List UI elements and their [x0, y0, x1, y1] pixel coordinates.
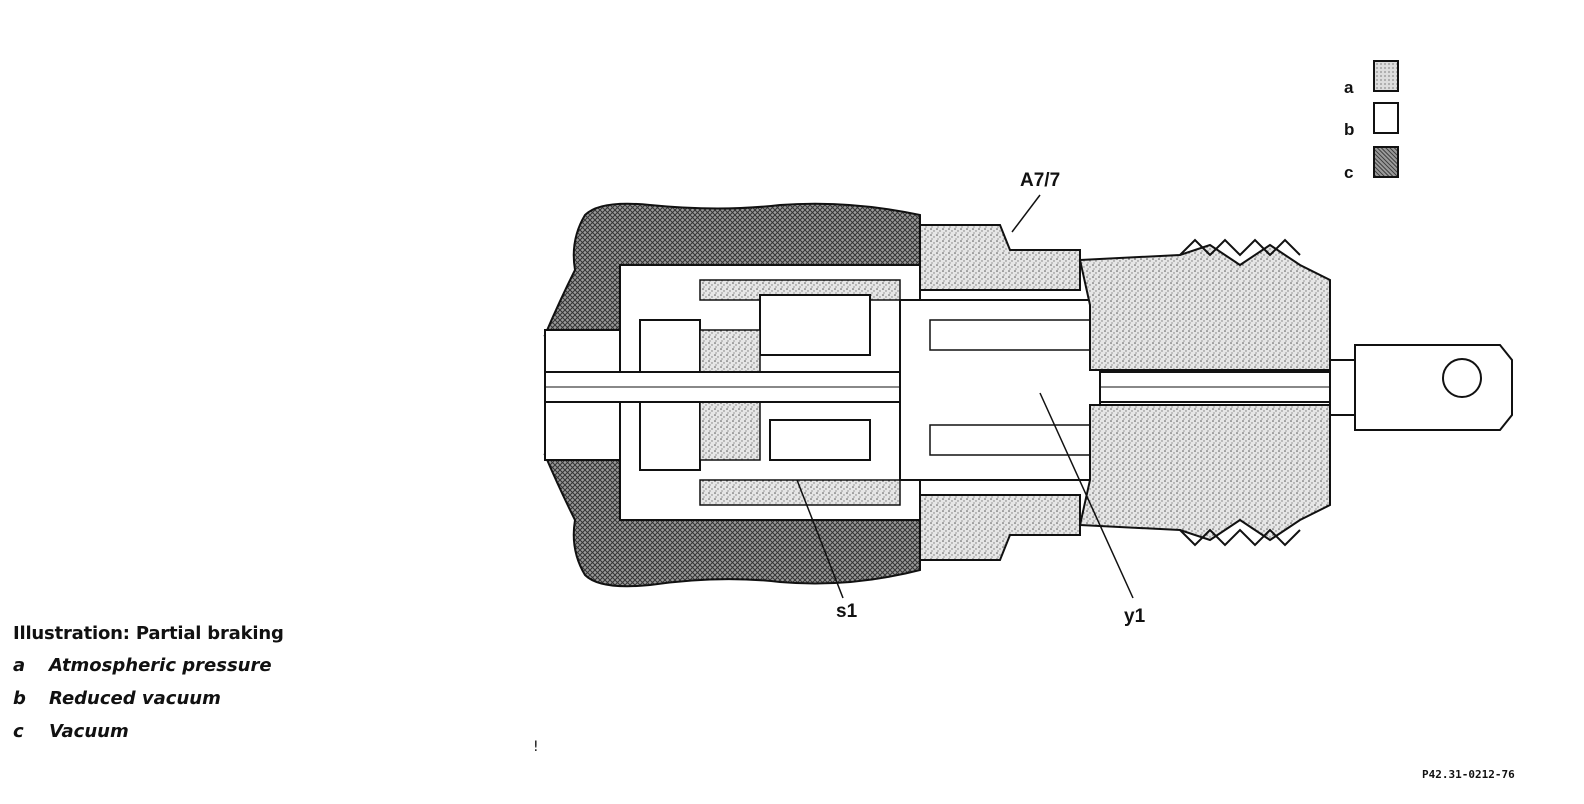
atmospheric-section [1078, 238, 1331, 547]
figure-reference: P42.31-0212-76 [1422, 768, 1515, 781]
legend-key: a [13, 655, 26, 676]
legend-key: b [13, 688, 26, 709]
callout-leaders [796, 194, 1134, 599]
swatch-vacuum [1373, 146, 1399, 178]
swatch-reduced-vacuum [1373, 102, 1399, 134]
legend-key: c [13, 721, 24, 742]
swatch-atmospheric [1373, 60, 1399, 92]
legend-item-a: a Atmospheric pressure [13, 655, 272, 676]
legend-label: Atmospheric pressure [49, 655, 272, 676]
callout-a77: A7/7 [1020, 170, 1061, 191]
legend-item-c: c Vacuum [13, 721, 129, 742]
swatch-label-a: a [1344, 78, 1354, 97]
swatch-label-b: b [1344, 120, 1355, 139]
callout-y1: y1 [1124, 606, 1146, 627]
stray-mark: ! [533, 739, 539, 755]
callout-s1: s1 [836, 601, 858, 622]
legend-item-b: b Reduced vacuum [13, 688, 221, 709]
clevis-end [1329, 344, 1513, 431]
legend-label: Vacuum [49, 721, 129, 742]
legend-caption: Illustration: Partial braking [13, 623, 284, 644]
legend-label: Reduced vacuum [49, 688, 221, 709]
valve-housing [899, 224, 1101, 561]
swatch-label-c: c [1344, 163, 1354, 182]
